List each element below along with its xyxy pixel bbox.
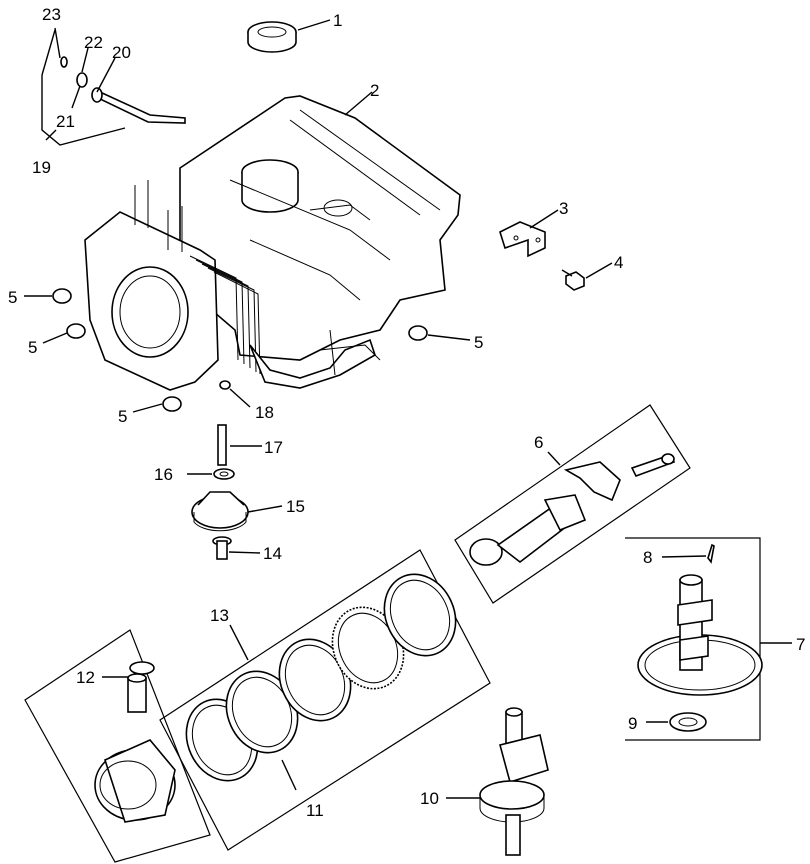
callout-17: 17 — [264, 438, 283, 457]
callout-2: 2 — [370, 81, 379, 100]
callout-16: 16 — [154, 465, 173, 484]
part-camshaft — [625, 537, 763, 741]
callout-22: 22 — [84, 33, 103, 52]
callout-23: 23 — [42, 5, 61, 24]
callout-11: 11 — [306, 801, 324, 820]
part-dowel-sleeve — [52, 288, 428, 412]
callout-15: 15 — [286, 497, 305, 516]
callout-20: 20 — [112, 43, 131, 62]
callout-8: 8 — [643, 548, 652, 567]
callout-labels: 1 2 3 4 5 5 5 5 6 7 8 9 10 11 12 13 14 1… — [8, 5, 805, 820]
part-crankshaft — [479, 707, 549, 856]
part-washer-9 — [669, 712, 707, 732]
callout-14: 14 — [263, 544, 282, 563]
callout-7: 7 — [796, 635, 805, 654]
callout-5-left-top: 5 — [8, 288, 17, 307]
callout-21: 21 — [56, 112, 75, 131]
callout-10: 10 — [420, 789, 439, 808]
callout-5-bottom: 5 — [118, 407, 127, 426]
part-washer-16 — [213, 468, 235, 480]
callout-9: 9 — [628, 714, 637, 733]
callout-5-left-mid: 5 — [28, 338, 37, 357]
leader-lines — [24, 19, 792, 799]
callout-3: 3 — [559, 199, 568, 218]
callout-13: 13 — [210, 606, 229, 625]
part-oil-seal — [247, 21, 297, 53]
callout-6: 6 — [534, 433, 543, 452]
part-piston — [24, 629, 211, 863]
callout-4: 4 — [614, 253, 623, 272]
part-governor-shaft — [217, 424, 227, 466]
callout-19: 19 — [32, 158, 51, 177]
part-connecting-rod — [454, 404, 691, 604]
part-crankcase — [84, 95, 461, 391]
part-bracket — [499, 221, 546, 258]
callout-18: 18 — [255, 403, 274, 422]
part-piston-rings — [159, 549, 491, 851]
part-governor-gear — [191, 491, 249, 532]
callout-1: 1 — [333, 11, 342, 30]
callout-5-right: 5 — [474, 333, 483, 352]
part-bolt-4 — [561, 269, 585, 291]
part-key-8 — [707, 543, 715, 564]
callout-12: 12 — [76, 668, 95, 687]
part-breather-tube-group — [41, 29, 186, 146]
part-pin-18 — [219, 380, 231, 390]
part-gear-pin — [212, 536, 232, 560]
